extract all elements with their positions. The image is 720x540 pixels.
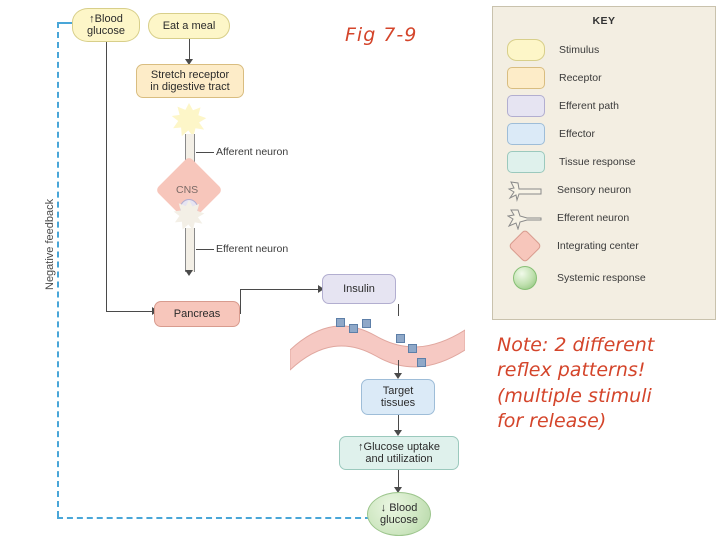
pancreas-to-insulin-hline <box>240 289 320 290</box>
key-swatch-systemic-response <box>507 266 543 290</box>
sensory-neuron-icon <box>507 181 542 202</box>
pancreas-to-insulin-vline <box>240 289 241 314</box>
efferent-neuron-icon <box>506 209 542 231</box>
blood-glucose-up-label: ↑Blood glucose <box>87 12 125 37</box>
key-swatch-receptor <box>507 67 545 89</box>
key-label-efferent-neuron: Efferent neuron <box>557 212 630 224</box>
note-annotation: Note: 2 different reflex patterns! (mult… <box>497 333 712 434</box>
integrating-center-diamond <box>508 229 542 263</box>
key-row-stimulus: Stimulus <box>507 37 703 63</box>
blood-glucose-down-circle: ↓ Blood glucose <box>367 492 431 536</box>
key-row-systemic-response: Systemic response <box>507 265 703 291</box>
insulin-molecule-5 <box>408 344 417 353</box>
key-swatch-efferent-neuron <box>506 208 543 231</box>
afferent-neuron-label: Afferent neuron <box>216 146 289 158</box>
key-row-receptor: Receptor <box>507 65 703 91</box>
meal-to-receptor-line <box>189 39 190 61</box>
key-label-effector: Effector <box>559 128 595 140</box>
glucose-uptake-label: ↑Glucose uptake and utilization <box>358 440 440 465</box>
systemic-response-circle <box>513 266 537 290</box>
insulin-box: Insulin <box>322 274 396 304</box>
key-swatch-efferent-path <box>507 95 545 117</box>
stretch-receptor-box: Stretch receptor in digestive tract <box>136 64 244 98</box>
afferent-neuron-leader <box>196 152 214 153</box>
feedback-loop-horizontal <box>57 517 371 519</box>
key-row-efferent-path: Efferent path <box>507 93 703 119</box>
key-swatch-sensory-neuron <box>507 180 543 202</box>
blood-glucose-up-box: ↑Blood glucose <box>72 8 140 42</box>
key-swatch-effector <box>507 123 545 145</box>
uptake-to-blood-glucose-line <box>398 470 399 490</box>
key-label-efferent-path: Efferent path <box>559 100 619 112</box>
key-label-stimulus: Stimulus <box>559 44 600 56</box>
key-panel: KEY Stimulus Receptor Efferent path Effe… <box>492 6 716 320</box>
key-label-integrating-center: Integrating center <box>557 240 639 252</box>
vessel-to-target-line <box>398 360 399 376</box>
key-row-efferent-neuron: Efferent neuron <box>506 205 703 231</box>
insulin-label: Insulin <box>343 282 375 295</box>
insulin-molecule-4 <box>396 334 405 343</box>
key-swatch-integrating-center <box>507 229 543 263</box>
key-swatch-stimulus <box>507 39 545 61</box>
efferent-neuron-leader <box>196 249 214 250</box>
efferent-to-pancreas-arrow <box>185 270 193 276</box>
note-line-4: for release) <box>497 409 607 432</box>
pancreas-box: Pancreas <box>154 301 240 327</box>
key-title: KEY <box>592 15 616 27</box>
eat-a-meal-label: Eat a meal <box>162 19 216 32</box>
key-row-integrating-center: Integrating center <box>507 229 703 263</box>
pancreas-to-insulin-arrow <box>318 285 324 293</box>
key-label-receptor: Receptor <box>559 72 602 84</box>
uptake-to-blood-glucose-arrow <box>394 487 402 493</box>
key-row-sensory-neuron: Sensory neuron <box>507 177 703 203</box>
figure-label: Fig 7-9 <box>345 24 418 46</box>
target-tissues-label: Target tissues <box>380 384 416 409</box>
key-row-tissue-response: Tissue response <box>507 149 703 175</box>
insulin-to-target-line <box>398 304 399 316</box>
cns-label: CNS <box>176 184 199 196</box>
target-to-uptake-arrow <box>394 430 402 436</box>
blood-glucose-down-label: ↓ Blood glucose <box>380 501 418 526</box>
key-swatch-tissue-response <box>507 151 545 173</box>
eat-a-meal-box: Eat a meal <box>148 13 230 39</box>
efferent-neuron-label: Efferent neuron <box>216 243 289 255</box>
glucose-to-pancreas-hline <box>106 311 154 312</box>
note-line-3: (multiple stimuli <box>497 384 652 407</box>
key-label-systemic-response: Systemic response <box>557 272 646 284</box>
afferent-axon <box>185 134 195 170</box>
glucose-uptake-box: ↑Glucose uptake and utilization <box>339 436 459 470</box>
efferent-axon <box>185 228 195 272</box>
insulin-molecule-3 <box>362 319 371 328</box>
target-tissues-box: Target tissues <box>361 379 435 415</box>
feedback-loop-vertical <box>57 22 59 517</box>
target-to-uptake-line <box>398 415 399 433</box>
key-label-tissue-response: Tissue response <box>559 156 636 168</box>
glucose-to-pancreas-vline <box>106 42 107 311</box>
key-label-sensory-neuron: Sensory neuron <box>557 184 632 196</box>
insulin-molecule-6 <box>417 358 426 367</box>
note-line-1: Note: 2 different <box>497 334 655 356</box>
stretch-receptor-label: Stretch receptor in digestive tract <box>150 68 230 93</box>
key-row-effector: Effector <box>507 121 703 147</box>
insulin-molecule-2 <box>349 324 358 333</box>
vessel-to-target-arrow <box>394 373 402 379</box>
feedback-loop-top-connector <box>57 22 73 24</box>
pancreas-label: Pancreas <box>173 307 221 320</box>
note-line-2: reflex patterns! <box>497 359 646 382</box>
negative-feedback-label: Negative feedback <box>44 198 56 290</box>
insulin-molecule-1 <box>336 318 345 327</box>
blood-vessel-icon <box>290 325 465 371</box>
meal-to-receptor-arrow <box>185 59 193 65</box>
